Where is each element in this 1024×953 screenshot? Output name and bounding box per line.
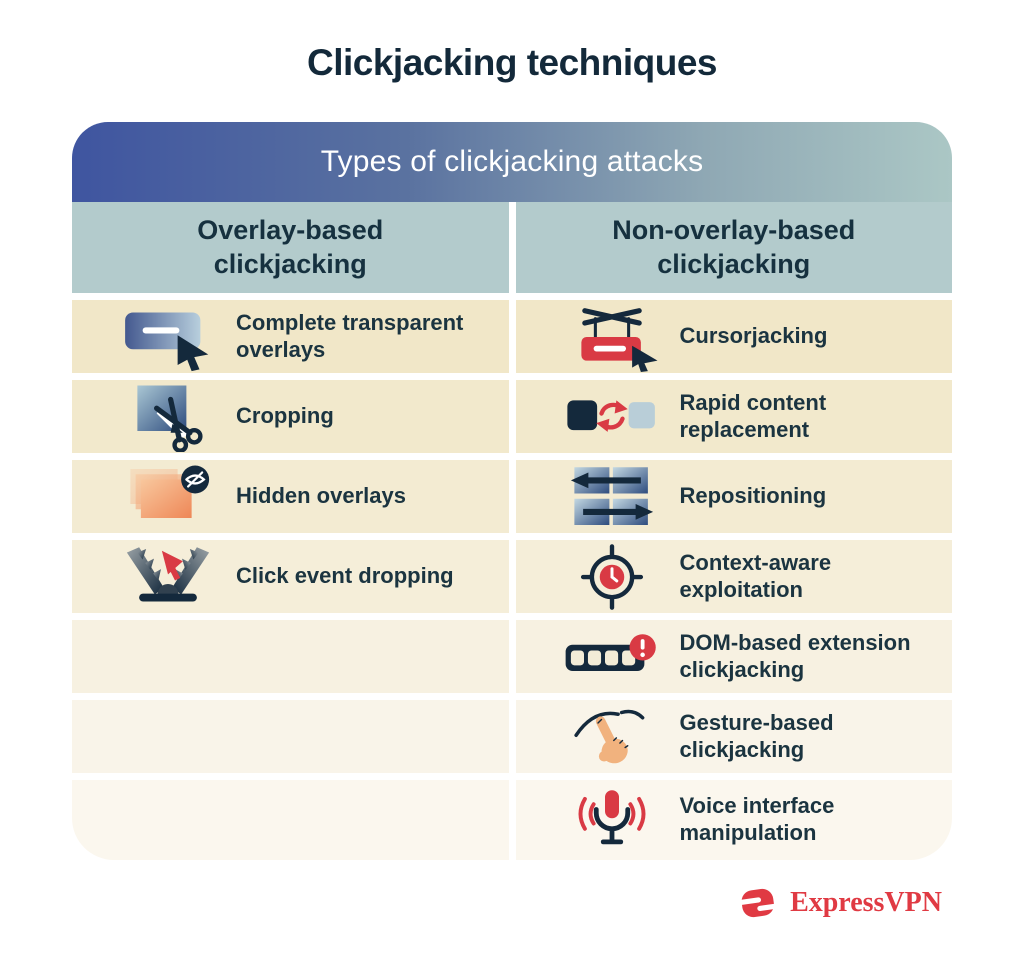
column-header-overlay-label: Overlay-based clickjacking	[197, 214, 384, 279]
page-title: Clickjacking techniques	[306, 42, 718, 83]
hidden-overlays-icon	[108, 462, 228, 532]
attack-table: Types of clickjacking attacks Overlay-ba…	[72, 122, 952, 860]
technique-cell: Hidden overlays	[72, 460, 509, 533]
table-row: Complete transparent overlays	[72, 300, 952, 373]
transparent-overlay-icon	[108, 302, 228, 372]
technique-cell: Cursorjacking	[515, 300, 952, 373]
empty-cell	[72, 620, 509, 693]
technique-label: Repositioning	[679, 483, 827, 509]
technique-cell: Complete transparent overlays	[72, 300, 509, 373]
column-header-non-overlay-label: Non-overlay-based clickjacking	[612, 214, 856, 279]
voice-mic-icon	[552, 785, 672, 855]
click-trap-icon	[108, 542, 228, 612]
technique-label: Rapid content replacement	[679, 389, 827, 442]
technique-cell: DOM-based extension clickjacking	[515, 620, 952, 693]
technique-cell: Rapid content replacement	[515, 380, 952, 453]
technique-cell: Repositioning	[515, 460, 952, 533]
column-header-non-overlay: Non-overlay-based clickjacking	[515, 202, 952, 293]
technique-cell: Gesture-based clickjacking	[515, 700, 952, 773]
brand-wordmark: ExpressVPN	[790, 887, 942, 918]
technique-label: Voice interface manipulation	[679, 793, 835, 845]
content-swap-refresh-icon	[552, 382, 672, 452]
technique-label: Complete transparent overlays	[236, 309, 464, 362]
table-row: Cropping	[72, 380, 952, 453]
technique-label: Cropping	[236, 403, 334, 429]
target-clock-icon	[552, 542, 672, 612]
empty-cell	[72, 780, 509, 860]
table-header: Types of clickjacking attacks	[72, 122, 952, 202]
column-headers: Overlay-based clickjacking Non-overlay-b…	[72, 202, 952, 293]
table-row: Voice interface manipulation	[72, 780, 952, 860]
technique-label: Context-aware exploitation	[679, 549, 832, 602]
toolbar-alert-icon	[552, 622, 672, 692]
table-row: Click event dropping	[72, 540, 952, 613]
technique-cell: Context-aware exploitation	[515, 540, 952, 613]
technique-label: Click event dropping	[236, 563, 454, 589]
cropping-scissors-icon	[108, 382, 228, 452]
technique-cell: Voice interface manipulation	[515, 780, 952, 860]
expressvpn-logo-icon	[737, 884, 782, 922]
empty-cell	[72, 700, 509, 773]
table-row: Gesture-based clickjacking	[72, 700, 952, 773]
technique-label: Hidden overlays	[236, 483, 406, 509]
column-header-overlay: Overlay-based clickjacking	[72, 202, 509, 293]
technique-cell: Click event dropping	[72, 540, 509, 613]
technique-cell: Cropping	[72, 380, 509, 453]
marionette-banner-cursor-icon	[552, 302, 672, 372]
gesture-hand-icon	[552, 702, 672, 772]
table-row: DOM-based extension clickjacking	[72, 620, 952, 693]
table-rows: Complete transparent overlays	[72, 300, 952, 860]
technique-label: Cursorjacking	[679, 323, 828, 349]
reposition-arrows-icon	[552, 462, 672, 532]
technique-label: DOM-based extension clickjacking	[679, 629, 911, 682]
brand-footer: ExpressVPN	[737, 884, 942, 922]
technique-label: Gesture-based clickjacking	[679, 709, 834, 762]
table-row: Hidden overlays	[72, 460, 952, 533]
